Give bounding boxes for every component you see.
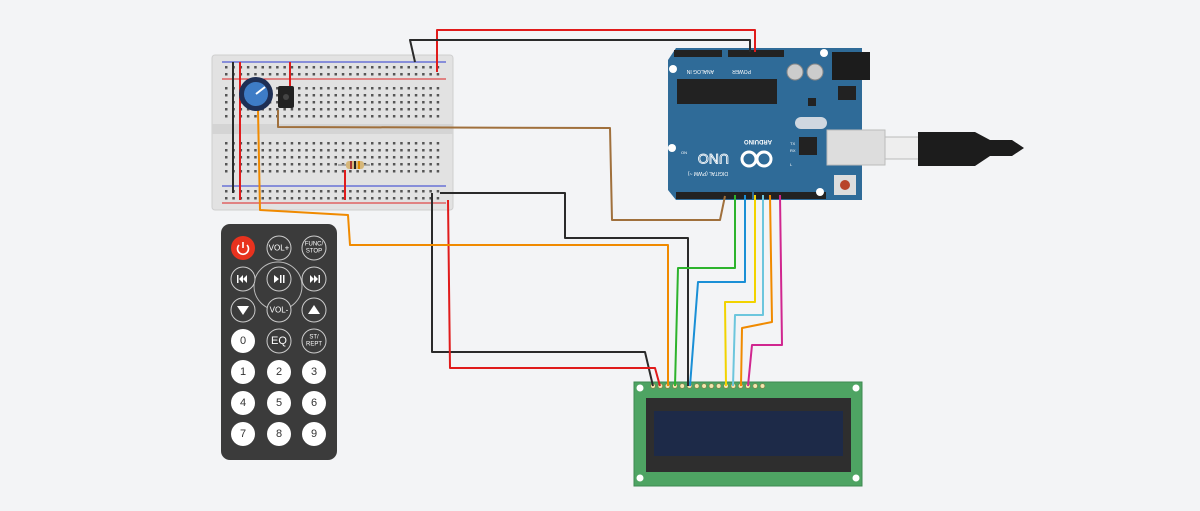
remote-button-label: 6	[311, 397, 317, 409]
remote-button-4[interactable]: 4	[231, 391, 255, 415]
l-label: L	[790, 162, 793, 167]
analog-label: ANALOG IN	[686, 68, 714, 74]
remote-button-skip-forward-icon[interactable]	[301, 266, 327, 292]
ir-receiver[interactable]	[278, 86, 294, 108]
remote-button-label: VOL+	[269, 244, 290, 253]
remote-button-label: 4	[240, 397, 246, 409]
wire-brown[interactable]	[277, 110, 726, 221]
remote-button-label: 0	[240, 335, 246, 347]
up-triangle-icon	[308, 305, 320, 314]
remote-button-st-rept[interactable]: ST/REPT	[301, 328, 327, 354]
remote-button-label: FUNC/STOP	[305, 242, 324, 255]
wire-blue[interactable]	[689, 195, 746, 387]
remote-button-down-triangle-icon[interactable]	[230, 297, 256, 323]
wire-black[interactable]	[431, 193, 654, 387]
remote-button-label: 5	[276, 397, 282, 409]
remote-button-3[interactable]: 3	[302, 360, 326, 384]
arduino-uno[interactable]: UNO ARDUINO ANALOG IN POWER DIGITAL (PWM…	[668, 48, 870, 200]
remote-button-skip-back-icon[interactable]	[230, 266, 256, 292]
wire-black[interactable]	[409, 39, 751, 63]
resistor[interactable]	[338, 161, 370, 169]
wire-magenta[interactable]	[747, 194, 783, 387]
on-label: ON	[681, 150, 687, 155]
remote-button-up-triangle-icon[interactable]	[301, 297, 327, 323]
wire-red[interactable]	[447, 199, 661, 387]
power-icon	[236, 242, 250, 256]
remote-button-eq[interactable]: EQ	[266, 328, 292, 354]
arduino-brand: ARDUINO	[744, 138, 772, 144]
remote-button-vol-[interactable]: VOL-	[266, 297, 292, 323]
remote-button-1[interactable]: 1	[231, 360, 255, 384]
arduino-logo-icon	[740, 150, 773, 168]
remote-button-label: ST/REPT	[306, 335, 322, 348]
usb-cable	[826, 129, 1024, 166]
remote-button-2[interactable]: 2	[267, 360, 291, 384]
digital-label: DIGITAL (PWM ~)	[688, 170, 728, 176]
lcd-screen	[654, 411, 843, 456]
remote-button-8[interactable]: 8	[267, 422, 291, 446]
remote-button-label: 8	[276, 428, 282, 440]
breadboard[interactable]	[211, 54, 454, 211]
lcd-pins	[650, 383, 766, 389]
skip-back-icon	[237, 275, 247, 283]
remote-button-7[interactable]: 7	[231, 422, 255, 446]
play-pause-icon	[274, 275, 285, 283]
remote-button-label: 9	[311, 428, 317, 440]
rx-label: RX	[790, 148, 796, 153]
remote-button-6[interactable]: 6	[302, 391, 326, 415]
remote-button-label: 7	[240, 428, 246, 440]
wire-black[interactable]	[440, 192, 689, 386]
power-label: POWER	[732, 68, 751, 74]
remote-button-0[interactable]: 0	[231, 329, 255, 353]
remote-button-label: VOL-	[270, 306, 289, 315]
tx-label: TX	[790, 141, 795, 146]
skip-forward-icon	[310, 275, 320, 283]
down-triangle-icon	[237, 306, 249, 315]
remote-button-label: 3	[311, 366, 317, 378]
remote-button-play-pause-icon[interactable]	[266, 266, 292, 292]
remote-button-label: 1	[240, 366, 246, 378]
arduino-model: UNO	[698, 151, 729, 167]
wire-green[interactable]	[674, 195, 736, 387]
potentiometer[interactable]	[239, 77, 273, 111]
ir-remote[interactable]: VOL+ FUNC/STOP VOL- 0 EQ ST/REPT 1 2 3 4 5 6 7 8 9	[221, 224, 337, 460]
remote-button-9[interactable]: 9	[302, 422, 326, 446]
wire-orange[interactable]	[740, 194, 773, 387]
remote-button-power-icon[interactable]	[231, 236, 255, 260]
remote-button-func-stop[interactable]: FUNC/STOP	[301, 235, 327, 261]
wire-yellow[interactable]	[724, 195, 756, 387]
remote-button-vol-[interactable]: VOL+	[266, 235, 292, 261]
wire-lightblue[interactable]	[732, 195, 764, 387]
wire-red[interactable]	[436, 29, 756, 72]
wire-orange[interactable]	[257, 109, 669, 386]
remote-button-label: EQ	[271, 335, 287, 347]
remote-button-label: 2	[276, 366, 282, 378]
lcd-16x2[interactable]	[633, 381, 863, 487]
remote-button-5[interactable]: 5	[267, 391, 291, 415]
wires[interactable]	[232, 29, 783, 387]
